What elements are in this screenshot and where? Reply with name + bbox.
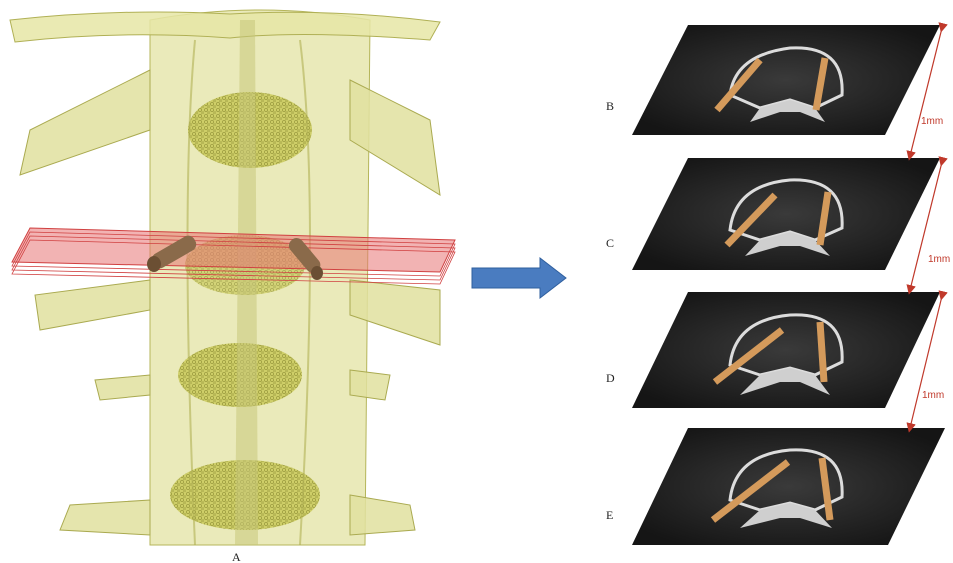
sacral-ala-left xyxy=(60,500,150,535)
spine-render xyxy=(10,10,455,545)
right-transverse-process-3 xyxy=(350,370,390,400)
spacing-label-2: 1mm xyxy=(928,254,950,265)
panel-label-b: B xyxy=(606,99,614,113)
right-arrow xyxy=(472,258,566,298)
ct-slice-e xyxy=(632,428,945,545)
left-transverse-process-3 xyxy=(95,375,150,400)
spacing-indicators xyxy=(910,28,942,428)
ct-slice-b xyxy=(632,25,940,135)
panel-label-d: D xyxy=(606,371,615,385)
ct-slice-c xyxy=(632,158,940,270)
ct-slices xyxy=(632,25,945,545)
left-transverse-process-1 xyxy=(20,70,150,175)
panel-label-c: C xyxy=(606,236,614,250)
left-transverse-process-2 xyxy=(35,280,150,330)
spacing-label-1: 1mm xyxy=(921,116,943,127)
ct-slice-d xyxy=(632,292,940,408)
spacing-label-3: 1mm xyxy=(922,390,944,401)
top-vertebra xyxy=(10,12,440,42)
panel-label-a: A xyxy=(232,550,241,563)
sacral-ala-right xyxy=(350,495,415,535)
panel-label-e: E xyxy=(606,508,613,522)
